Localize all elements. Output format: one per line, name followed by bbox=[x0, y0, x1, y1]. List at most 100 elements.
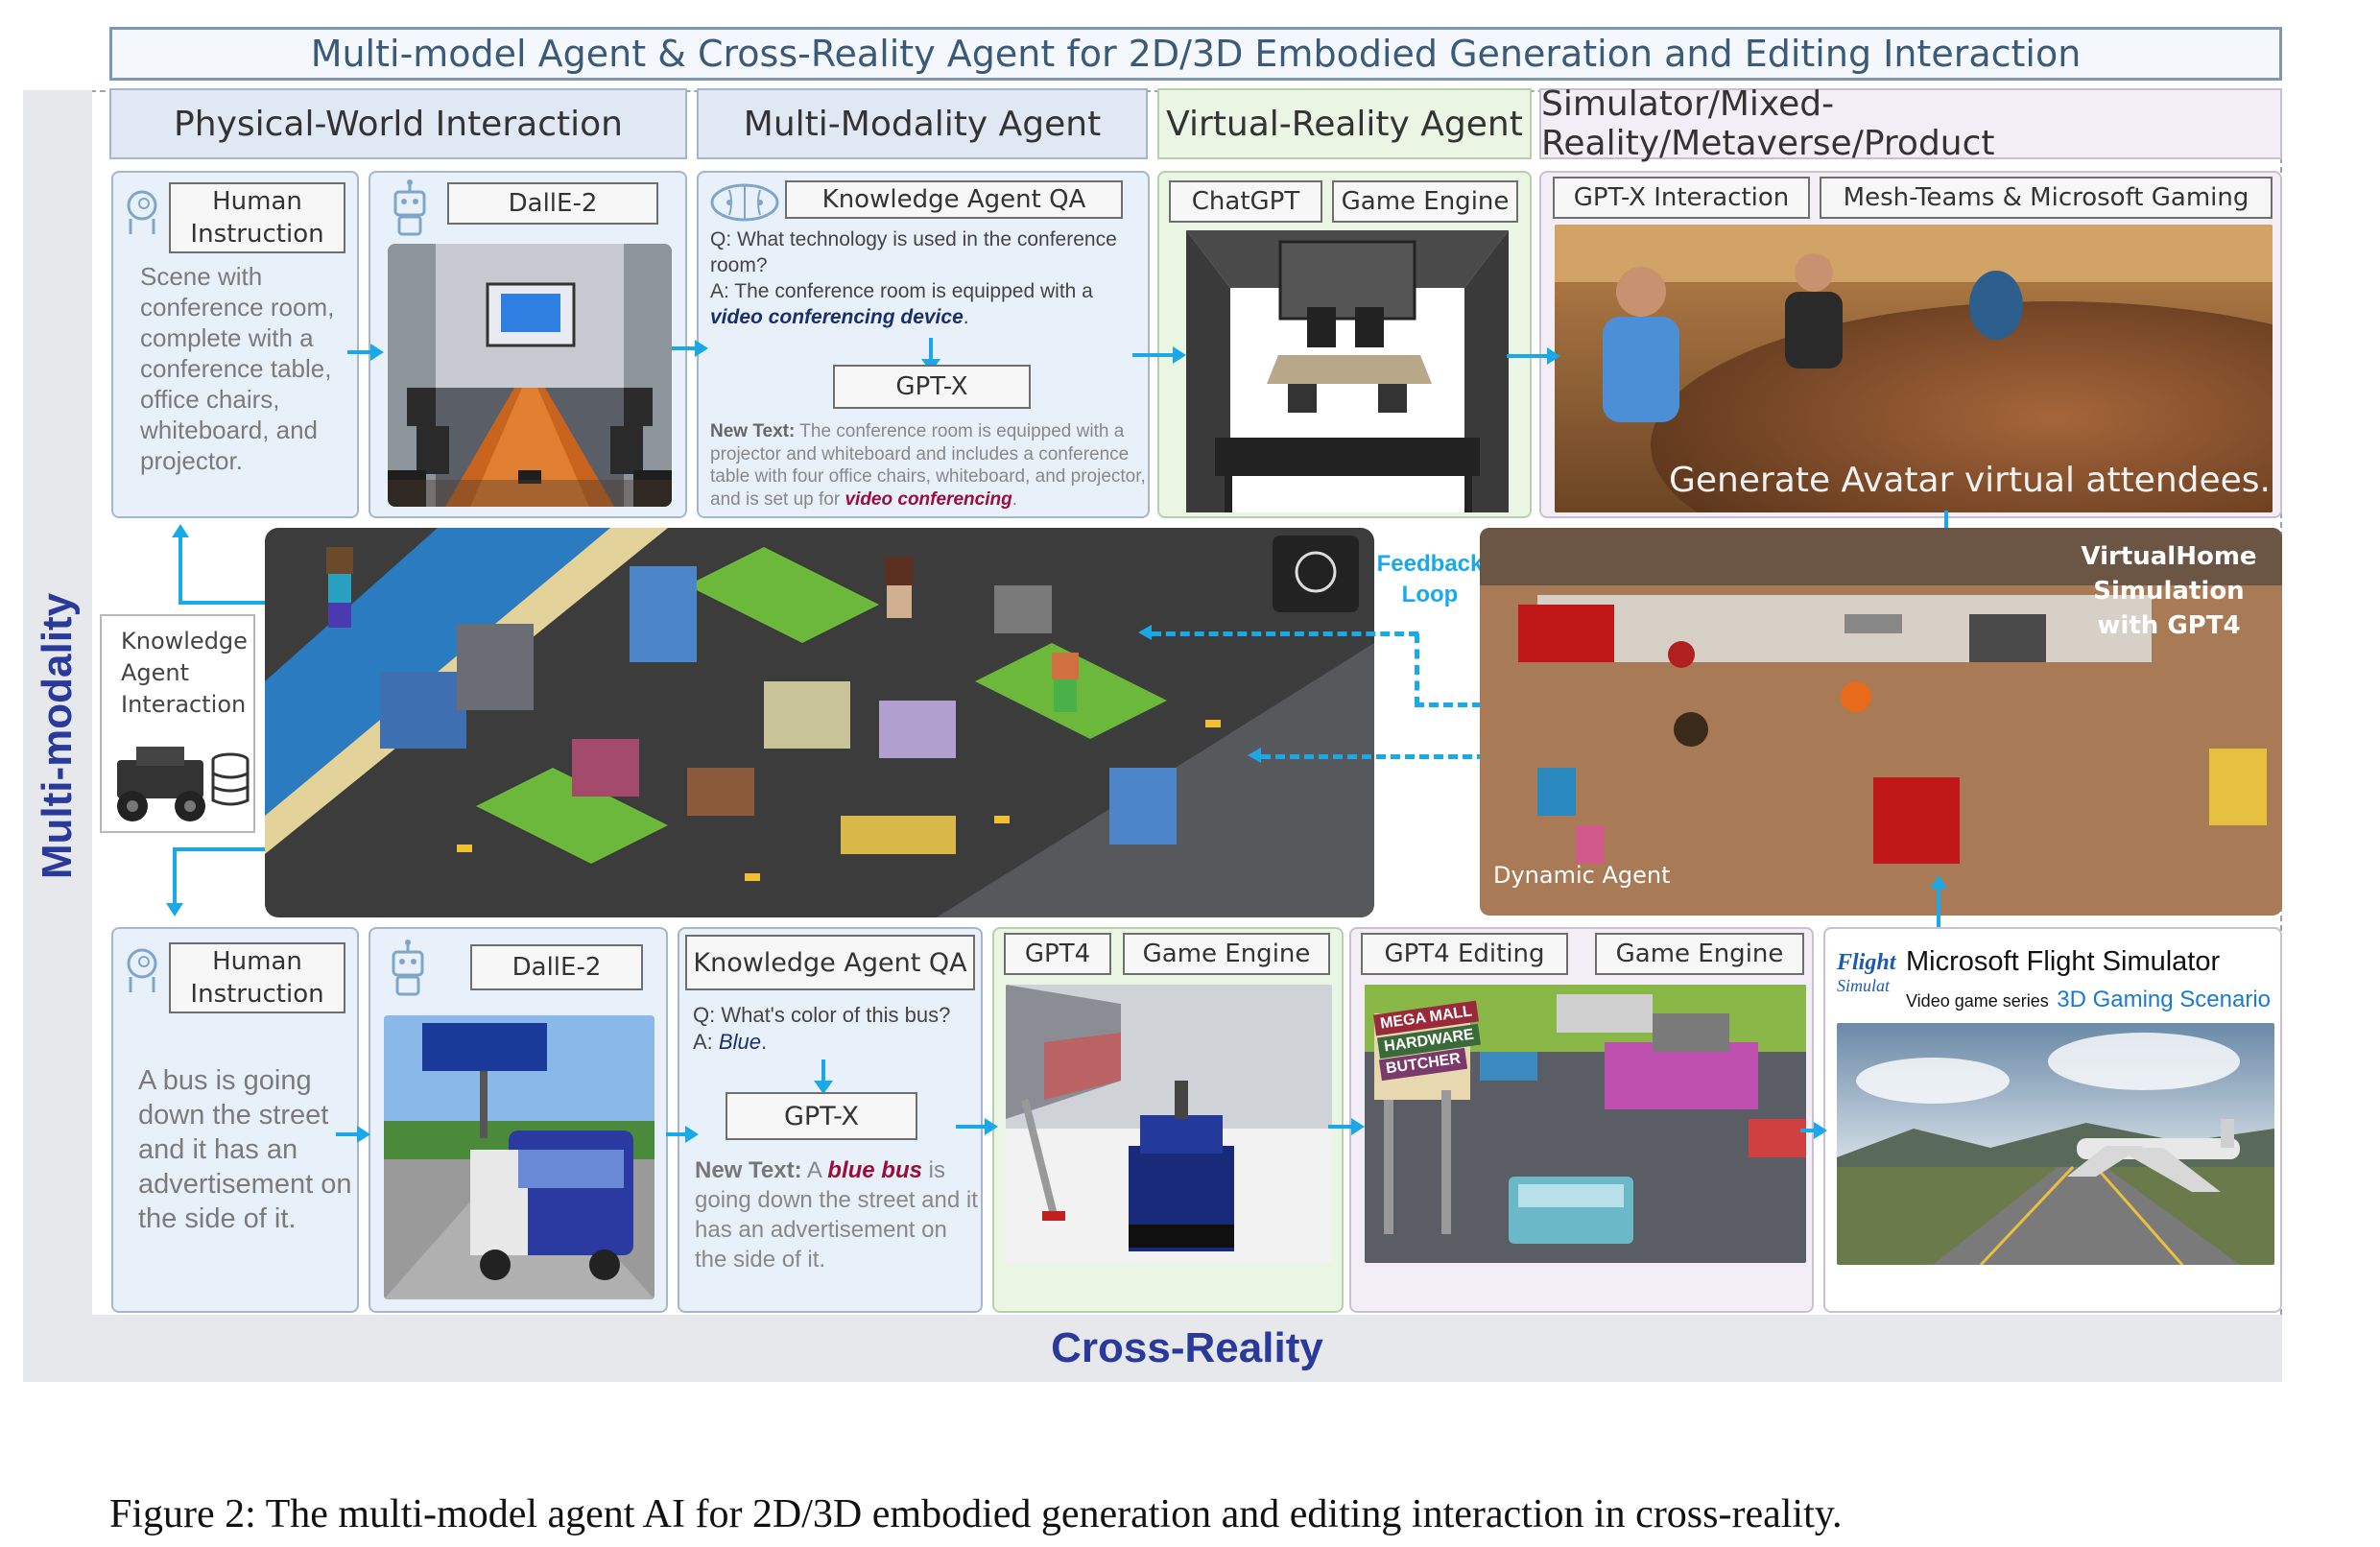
avatar-caption: Generate Avatar virtual attendees. bbox=[1668, 461, 2271, 500]
arrow-top-1-head bbox=[370, 344, 384, 361]
top-knowledge-qa-label: Knowledge Agent QA bbox=[785, 180, 1123, 219]
side-label: Multi-modality bbox=[23, 90, 92, 1382]
robot-icon-2 bbox=[392, 940, 424, 996]
flight-logo: Flight Simulat bbox=[1837, 950, 1896, 1006]
bottom-human-panel: Human Instruction A bus is going down th… bbox=[111, 927, 359, 1313]
gptx-interaction-label: GPT-X Interaction bbox=[1553, 177, 1810, 219]
bottom-qa-arrow bbox=[814, 1059, 833, 1094]
multi-modality-label: Multi-modality bbox=[34, 592, 81, 880]
arrow-bot-2 bbox=[666, 1132, 685, 1136]
arrow-bot-5-head bbox=[1814, 1122, 1827, 1139]
bottom-knowledge-qa-label: Knowledge Agent QA bbox=[685, 935, 975, 990]
flight-logo-line-1: Flight bbox=[1837, 950, 1896, 975]
dynamic-agent-label: Dynamic Agent bbox=[1493, 862, 1671, 889]
feedback-arrow-top-head bbox=[1138, 625, 1152, 640]
header-sim: Simulator/Mixed-Reality/Metaverse/Produc… bbox=[1539, 84, 2282, 163]
isometric-city-image bbox=[265, 528, 1374, 917]
bottom-bus-text: A bus is going down the street and it ha… bbox=[138, 1065, 352, 1234]
top-new-text-emph: video conferencing bbox=[845, 488, 1012, 510]
bottom-game-engine-label-2: Game Engine bbox=[1595, 933, 1804, 975]
bus-3d-image bbox=[1006, 985, 1332, 1263]
side-band bbox=[23, 90, 92, 1382]
flight-sim-image bbox=[1837, 1023, 2274, 1265]
head-gear-icon-2 bbox=[127, 948, 157, 992]
mesh-avatar-image bbox=[1555, 225, 2273, 512]
arrow-top-3 bbox=[1132, 353, 1173, 357]
top-chatgpt-label: ChatGPT bbox=[1169, 180, 1322, 223]
bottom-new-text-emph: blue bus bbox=[827, 1157, 922, 1183]
arrow-left-up-h bbox=[178, 601, 267, 605]
top-sim-panel: GPT-X Interaction Mesh-Teams & Microsoft… bbox=[1539, 171, 2282, 518]
flight-sim-subtitle-row: Video game series 3D Gaming Scenario bbox=[1906, 987, 2271, 1013]
bottom-gpt4-panel: GPT4 Game Engine bbox=[992, 927, 1344, 1313]
arrow-left-up-v bbox=[178, 537, 182, 603]
arrow-bot-1-head bbox=[357, 1126, 370, 1143]
top-new-text: New Text: The conference room is equippe… bbox=[710, 421, 1146, 510]
arrow-top-2-head bbox=[695, 340, 708, 357]
gpt4-editing-label: GPT4 Editing bbox=[1361, 933, 1568, 975]
bottom-new-text-a: A bbox=[806, 1157, 821, 1183]
bus-image bbox=[384, 1015, 654, 1299]
header-physical: Physical-World Interaction bbox=[109, 88, 687, 159]
arrow-top-4 bbox=[1507, 354, 1547, 358]
header-vr: Virtual-Reality Agent bbox=[1157, 88, 1532, 159]
top-dalle-panel: DallE-2 bbox=[369, 171, 687, 518]
mesh-teams-label: Mesh-Teams & Microsoft Gaming bbox=[1820, 177, 2273, 219]
top-human-instruction-label: Human Instruction bbox=[169, 182, 345, 253]
arrow-down-vhome bbox=[1944, 511, 1948, 536]
feedback-dash-top bbox=[1152, 631, 1418, 636]
bottom-knowledge-panel: Knowledge Agent QA Q: What's color of th… bbox=[678, 927, 983, 1313]
flight-sim-scenario: 3D Gaming Scenario bbox=[2057, 987, 2271, 1012]
vr-conference-image bbox=[1186, 230, 1509, 512]
flight-sim-title: Microsoft Flight Simulator bbox=[1906, 946, 2221, 977]
arrow-bot-4-head bbox=[1351, 1118, 1365, 1135]
top-answer-prefix: A: The conference room is equipped with … bbox=[710, 280, 1093, 302]
bottom-answer-emph: Blue bbox=[718, 1030, 761, 1054]
flight-sim-sub: Video game series bbox=[1906, 991, 2049, 1011]
bottom-answer-prefix: A: bbox=[693, 1030, 713, 1054]
top-answer-emph: video conferencing device bbox=[710, 306, 964, 328]
feedback-dash-v bbox=[1415, 633, 1419, 706]
arrow-left-down-h bbox=[173, 847, 265, 851]
head-gear-icon bbox=[127, 190, 157, 234]
figure-caption: Figure 2: The multi-model agent AI for 2… bbox=[109, 1492, 1843, 1536]
arrow-top-1 bbox=[347, 350, 370, 354]
arrow-bot-5 bbox=[1800, 1129, 1816, 1132]
flight-up-arrow-head bbox=[1930, 875, 1947, 889]
arrow-bot-1 bbox=[336, 1132, 357, 1136]
header-multimodal: Multi-Modality Agent bbox=[697, 88, 1148, 159]
flight-sim-panel: Flight Simulat Microsoft Flight Simulato… bbox=[1823, 875, 2282, 1313]
bottom-dalle-panel: DallE-2 bbox=[369, 927, 668, 1313]
bottom-human-instruction-label: Human Instruction bbox=[169, 942, 345, 1013]
robot-icon bbox=[393, 179, 426, 236]
top-qa-block: Q: What technology is used in the confer… bbox=[710, 226, 1144, 330]
bottom-answer: A: Blue. bbox=[693, 1030, 768, 1054]
top-question: Q: What technology is used in the confer… bbox=[710, 228, 1117, 276]
arrow-left-down-v bbox=[173, 847, 177, 903]
arrow-bot-4 bbox=[1328, 1125, 1351, 1129]
top-game-engine-label: Game Engine bbox=[1332, 180, 1518, 223]
flight-logo-line-2: Simulat bbox=[1837, 976, 1891, 995]
feedback-arrow-bottom-head bbox=[1248, 748, 1261, 763]
bottom-game-engine-label: Game Engine bbox=[1123, 933, 1330, 975]
conference-room-image bbox=[388, 244, 672, 507]
bottom-qa-block: Q: What's color of this bus? A: Blue. bbox=[693, 1002, 979, 1056]
bottom-new-text-body: is going down the street and it has an a… bbox=[695, 1157, 978, 1273]
arrow-bot-2-head bbox=[685, 1126, 699, 1143]
arrow-bot-3-head bbox=[985, 1118, 998, 1135]
bottom-new-text: New Text: A blue bus is going down the s… bbox=[695, 1155, 979, 1274]
vehicle-database-icon bbox=[117, 747, 250, 821]
cross-reality-label: Cross-Reality bbox=[1051, 1324, 1323, 1371]
top-answer: A: The conference room is equipped with … bbox=[710, 280, 1093, 328]
figure-title: Multi-model Agent & Cross-Reality Agent … bbox=[109, 27, 2282, 81]
top-dalle-label: DallE-2 bbox=[447, 182, 658, 225]
top-vr-panel: ChatGPT Game Engine bbox=[1157, 171, 1532, 518]
top-knowledge-panel: Knowledge Agent QA Q: What technology is… bbox=[697, 171, 1150, 518]
feedback-loop-label: Feedback Loop bbox=[1376, 551, 1484, 607]
bottom-gptx-label: GPT-X bbox=[726, 1092, 917, 1140]
arrow-bot-3 bbox=[956, 1125, 985, 1129]
arrow-left-down-head bbox=[166, 903, 183, 916]
virtualhome-label: VirtualHome Simulation with GPT4 bbox=[2081, 542, 2257, 640]
bottom-dalle-label: DallE-2 bbox=[470, 944, 643, 990]
bottom-gpt4-label: GPT4 bbox=[1004, 933, 1111, 975]
